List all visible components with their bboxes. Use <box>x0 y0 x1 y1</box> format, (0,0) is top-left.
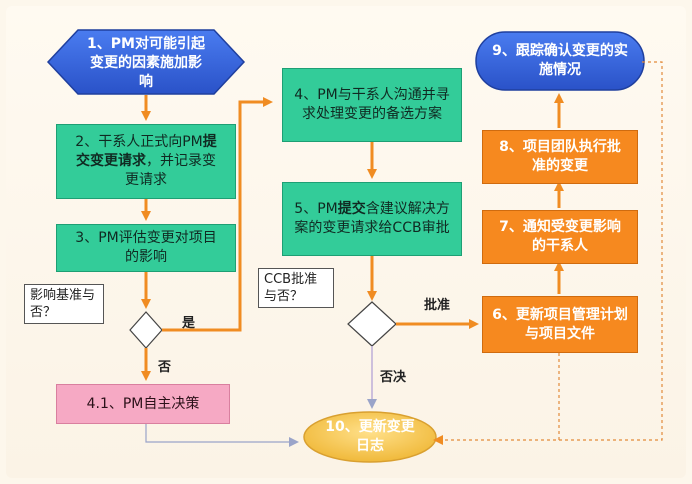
label-yes: 是 <box>182 316 196 331</box>
callout-ccb: CCB批准与否？ <box>258 268 334 308</box>
node-6-text: 6、更新项目管理计划与项目文件 <box>492 306 628 342</box>
node-10-text: 10、更新变更日志 <box>325 419 415 454</box>
node-5-text-pre: 5、PM <box>294 201 338 217</box>
node-2-text-bold: 提交变更请求 <box>76 134 217 169</box>
node-5-text-bold: 提交 <box>337 201 366 217</box>
callout-baseline-text: 影响基准与否？ <box>30 288 96 320</box>
node-5-text: 5、PM提交含建议解决方案的变更请求给CCB审批 <box>294 200 450 238</box>
node-4-text: 4、PM与干系人沟通并寻求处理变更的备选方案 <box>294 87 450 122</box>
node-2-submit-request: 2、干系人正式向PM提交变更请求，并记录变更请求 <box>56 124 236 199</box>
node-2-text-post: ，并记录变更请求 <box>125 153 216 188</box>
node-8-execute-change: 8、项目团队执行批准的变更 <box>482 130 638 184</box>
label-approved: 批准 <box>424 298 451 313</box>
node-4-1-text: 4.1、PM自主决策 <box>86 395 200 412</box>
decision-baseline-diamond <box>129 311 163 349</box>
label-no: 否 <box>158 360 172 375</box>
node-5-text-post: 含建议解决方案的变更请求给CCB审批 <box>294 201 450 236</box>
node-10-label: 10、更新变更日志 <box>304 412 436 462</box>
label-rejected: 否决 <box>380 370 407 385</box>
node-1-hexagon <box>46 29 246 95</box>
callout-ccb-text: CCB批准与否？ <box>264 272 318 304</box>
node-3-assess-impact: 3、PM评估变更对项目的影响 <box>56 224 236 272</box>
node-2-text-pre: 2、干系人正式向PM <box>75 134 203 150</box>
node-1-label: 1、PM对可能引起变更的因素施加影响 <box>66 34 226 92</box>
callout-baseline: 影响基准与否？ <box>24 284 104 324</box>
node-3-text: 3、PM评估变更对项目的影响 <box>75 230 217 265</box>
node-9-oval <box>475 31 645 91</box>
node-6-update-plan: 6、更新项目管理计划与项目文件 <box>482 296 638 353</box>
node-2-text: 2、干系人正式向PM提交变更请求，并记录变更请求 <box>71 133 221 190</box>
decision-ccb-diamond <box>347 301 397 347</box>
node-8-text: 8、项目团队执行批准的变更 <box>499 139 621 174</box>
node-4-communicate: 4、PM与干系人沟通并寻求处理变更的备选方案 <box>282 68 462 142</box>
node-5-submit-ccb: 5、PM提交含建议解决方案的变更请求给CCB审批 <box>282 182 462 256</box>
node-1-text: 1、PM对可能引起变更的因素施加影响 <box>87 35 205 90</box>
node-4-1-pm-decision: 4.1、PM自主决策 <box>56 384 230 424</box>
node-9-label: 9、跟踪确认变更的实施情况 <box>476 32 644 90</box>
node-7-notify-stakeholders: 7、通知受变更影响的干系人 <box>482 210 638 264</box>
node-9-text: 9、跟踪确认变更的实施情况 <box>492 43 628 78</box>
node-7-text: 7、通知受变更影响的干系人 <box>499 219 621 254</box>
